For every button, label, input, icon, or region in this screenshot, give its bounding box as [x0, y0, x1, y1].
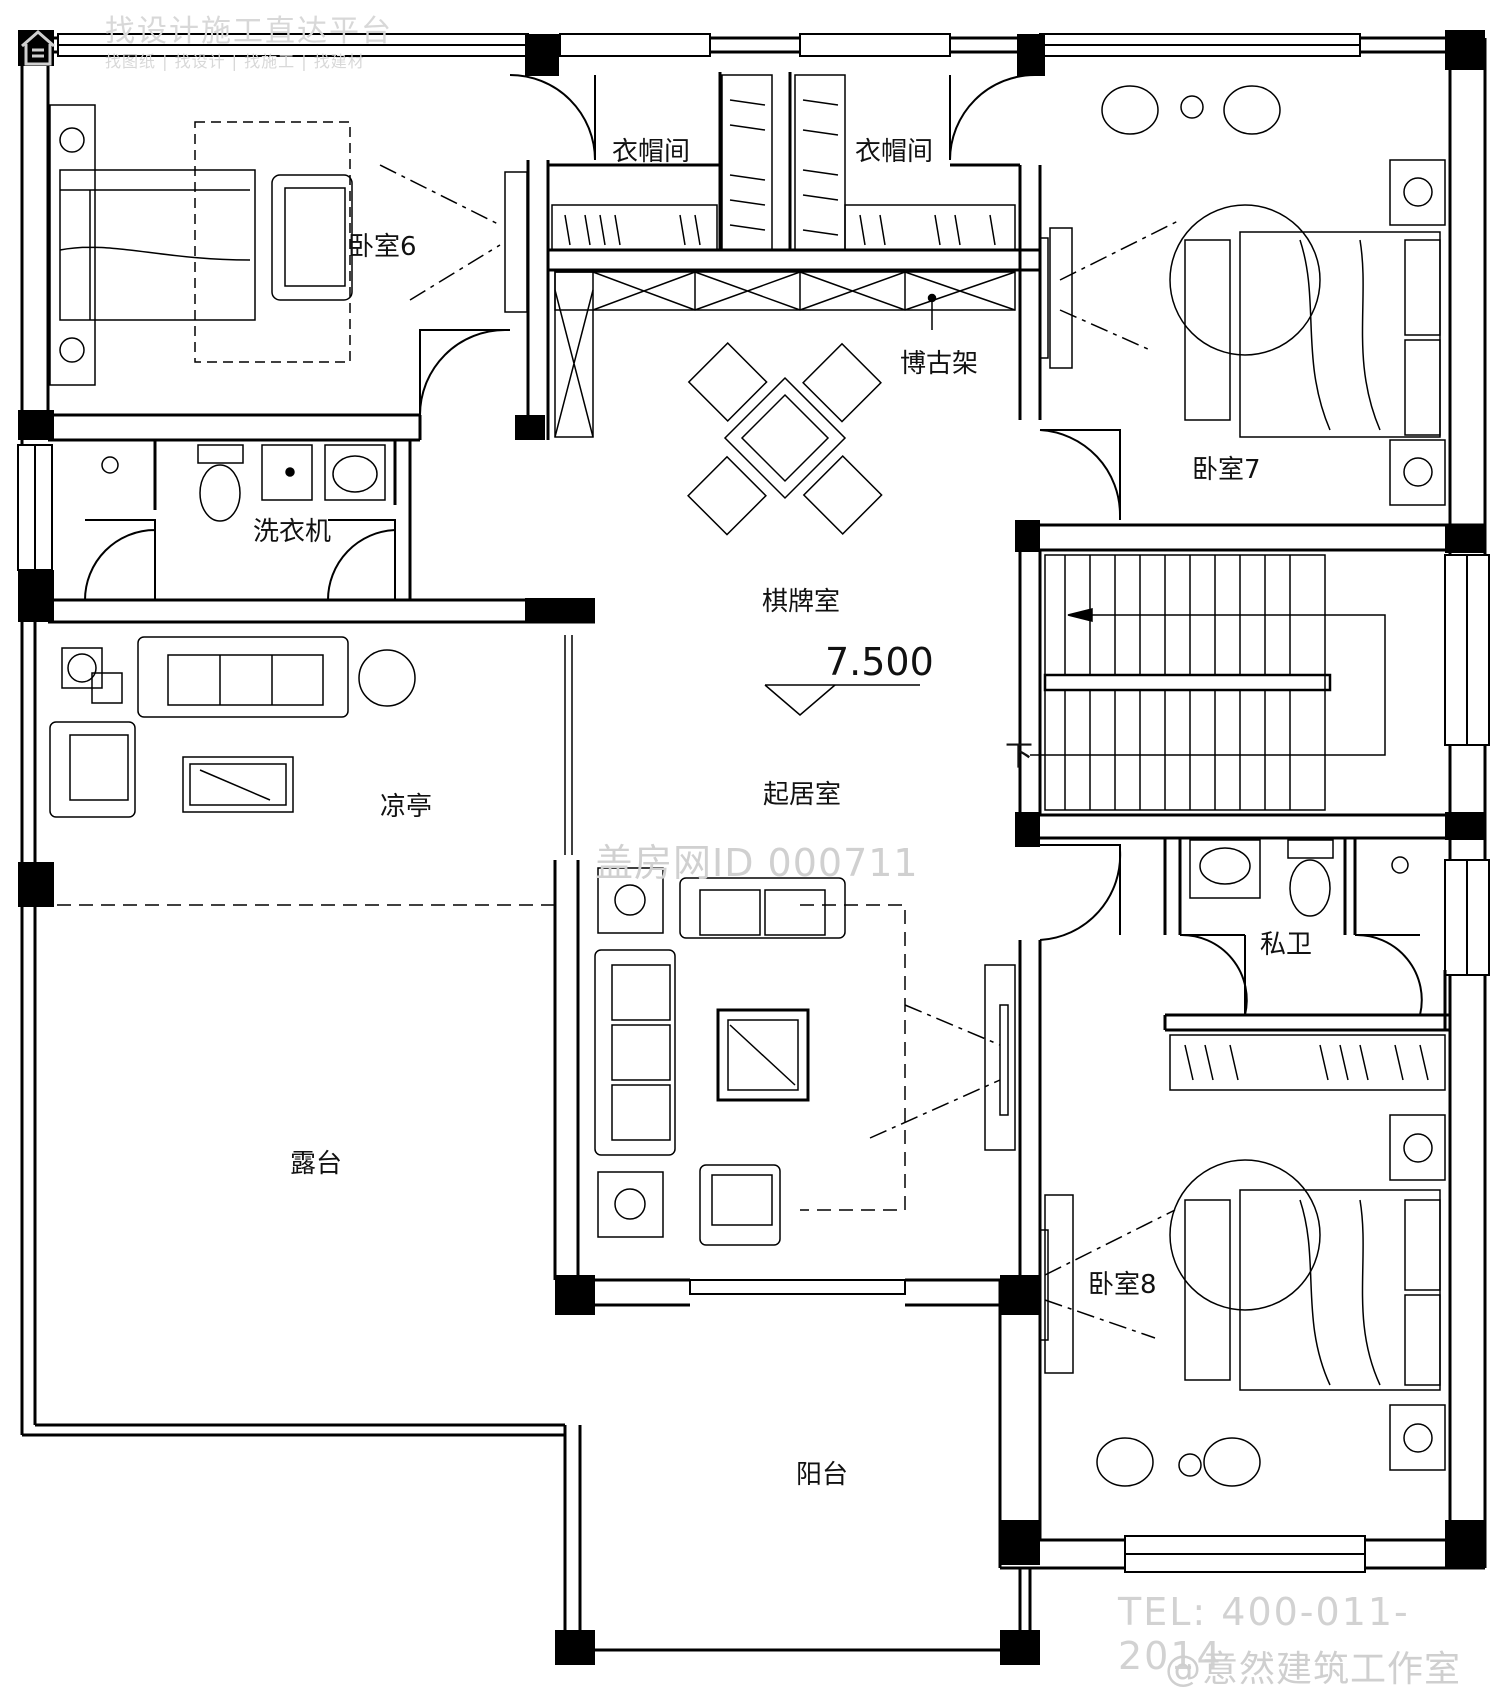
windows	[17, 33, 1490, 1573]
room-label-living-room: 起居室	[763, 780, 841, 810]
room-label-laundry: 洗衣机	[253, 517, 331, 547]
interior-walls	[35, 72, 1485, 1568]
room-label-bedroom8: 卧室8	[1088, 1270, 1157, 1300]
room-label-bedroom7: 卧室7	[1192, 455, 1261, 485]
laundry-fixtures	[101, 444, 386, 522]
room-label-terrace: 露台	[290, 1149, 342, 1179]
room-label-private-bath: 私卫	[1260, 930, 1312, 960]
stair-down-label: 下	[1005, 739, 1033, 772]
doors	[84, 74, 1423, 1016]
closet-furniture	[551, 74, 1446, 1091]
watermark-services-text: 找图纸 | 找设计 | 找施工 | 找建材	[105, 52, 365, 71]
bedroom6-furniture	[49, 104, 528, 386]
watermark-plan-id: 盖房网ID 000711	[595, 841, 919, 885]
chess-table	[687, 342, 883, 536]
display-shelf	[554, 271, 1016, 438]
studio-credit: @意然建筑工作室	[1165, 1649, 1462, 1690]
bedroom7-furniture	[1039, 85, 1446, 506]
living-furniture	[594, 867, 1016, 1246]
bath-fixtures	[1189, 839, 1409, 917]
staircase	[1030, 554, 1386, 811]
level-mark: 7.500	[764, 640, 934, 716]
room-label-chess-room: 棋牌室	[762, 587, 840, 617]
room-label-bedroom6: 卧室6	[348, 232, 417, 262]
room-label-pavilion: 凉亭	[380, 792, 432, 822]
room-label-closet-b: 衣帽间	[855, 137, 933, 167]
columns	[18, 30, 1485, 1665]
level-mark-value: 7.500	[825, 640, 934, 684]
contact-phone: TEL: 400-011-2014	[1118, 1590, 1410, 1678]
room-labels: 卧室6 衣帽间 衣帽间 卧室7 博古架 洗衣机 棋牌室 凉亭 起居室 私卫 露台…	[253, 137, 1312, 1490]
room-label-shelf: 博古架	[900, 349, 978, 379]
room-label-closet-a: 衣帽间	[612, 137, 690, 167]
room-label-balcony: 阳台	[796, 1460, 848, 1490]
watermark-platform-text: 找设计施工直达平台	[105, 14, 393, 49]
platform-logo-icon	[21, 30, 55, 66]
pavilion-furniture	[49, 636, 416, 818]
bedroom8-furniture	[1039, 1114, 1446, 1487]
